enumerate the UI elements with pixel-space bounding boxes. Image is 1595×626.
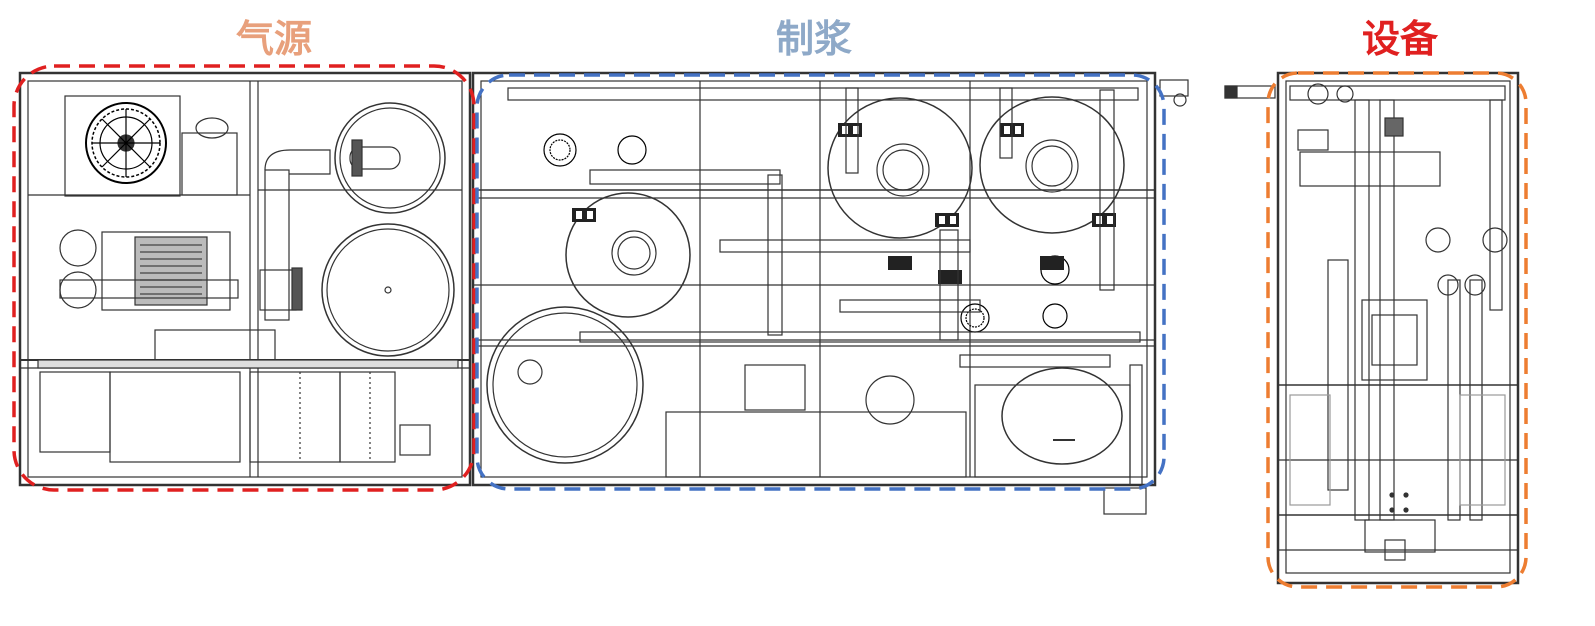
cooling-fan-icon xyxy=(64,95,181,197)
equipment-label: 设备 xyxy=(1362,17,1439,61)
pump-icon xyxy=(543,133,1070,333)
slurry-frame xyxy=(475,73,1166,491)
equipment-module xyxy=(1224,71,1520,585)
gas-source-frame xyxy=(12,64,476,492)
slurry-label: 制浆 xyxy=(776,17,853,61)
gas-source-label: 气源 xyxy=(236,17,313,61)
slurry-module xyxy=(471,71,1189,515)
gas-source-module xyxy=(18,71,472,487)
